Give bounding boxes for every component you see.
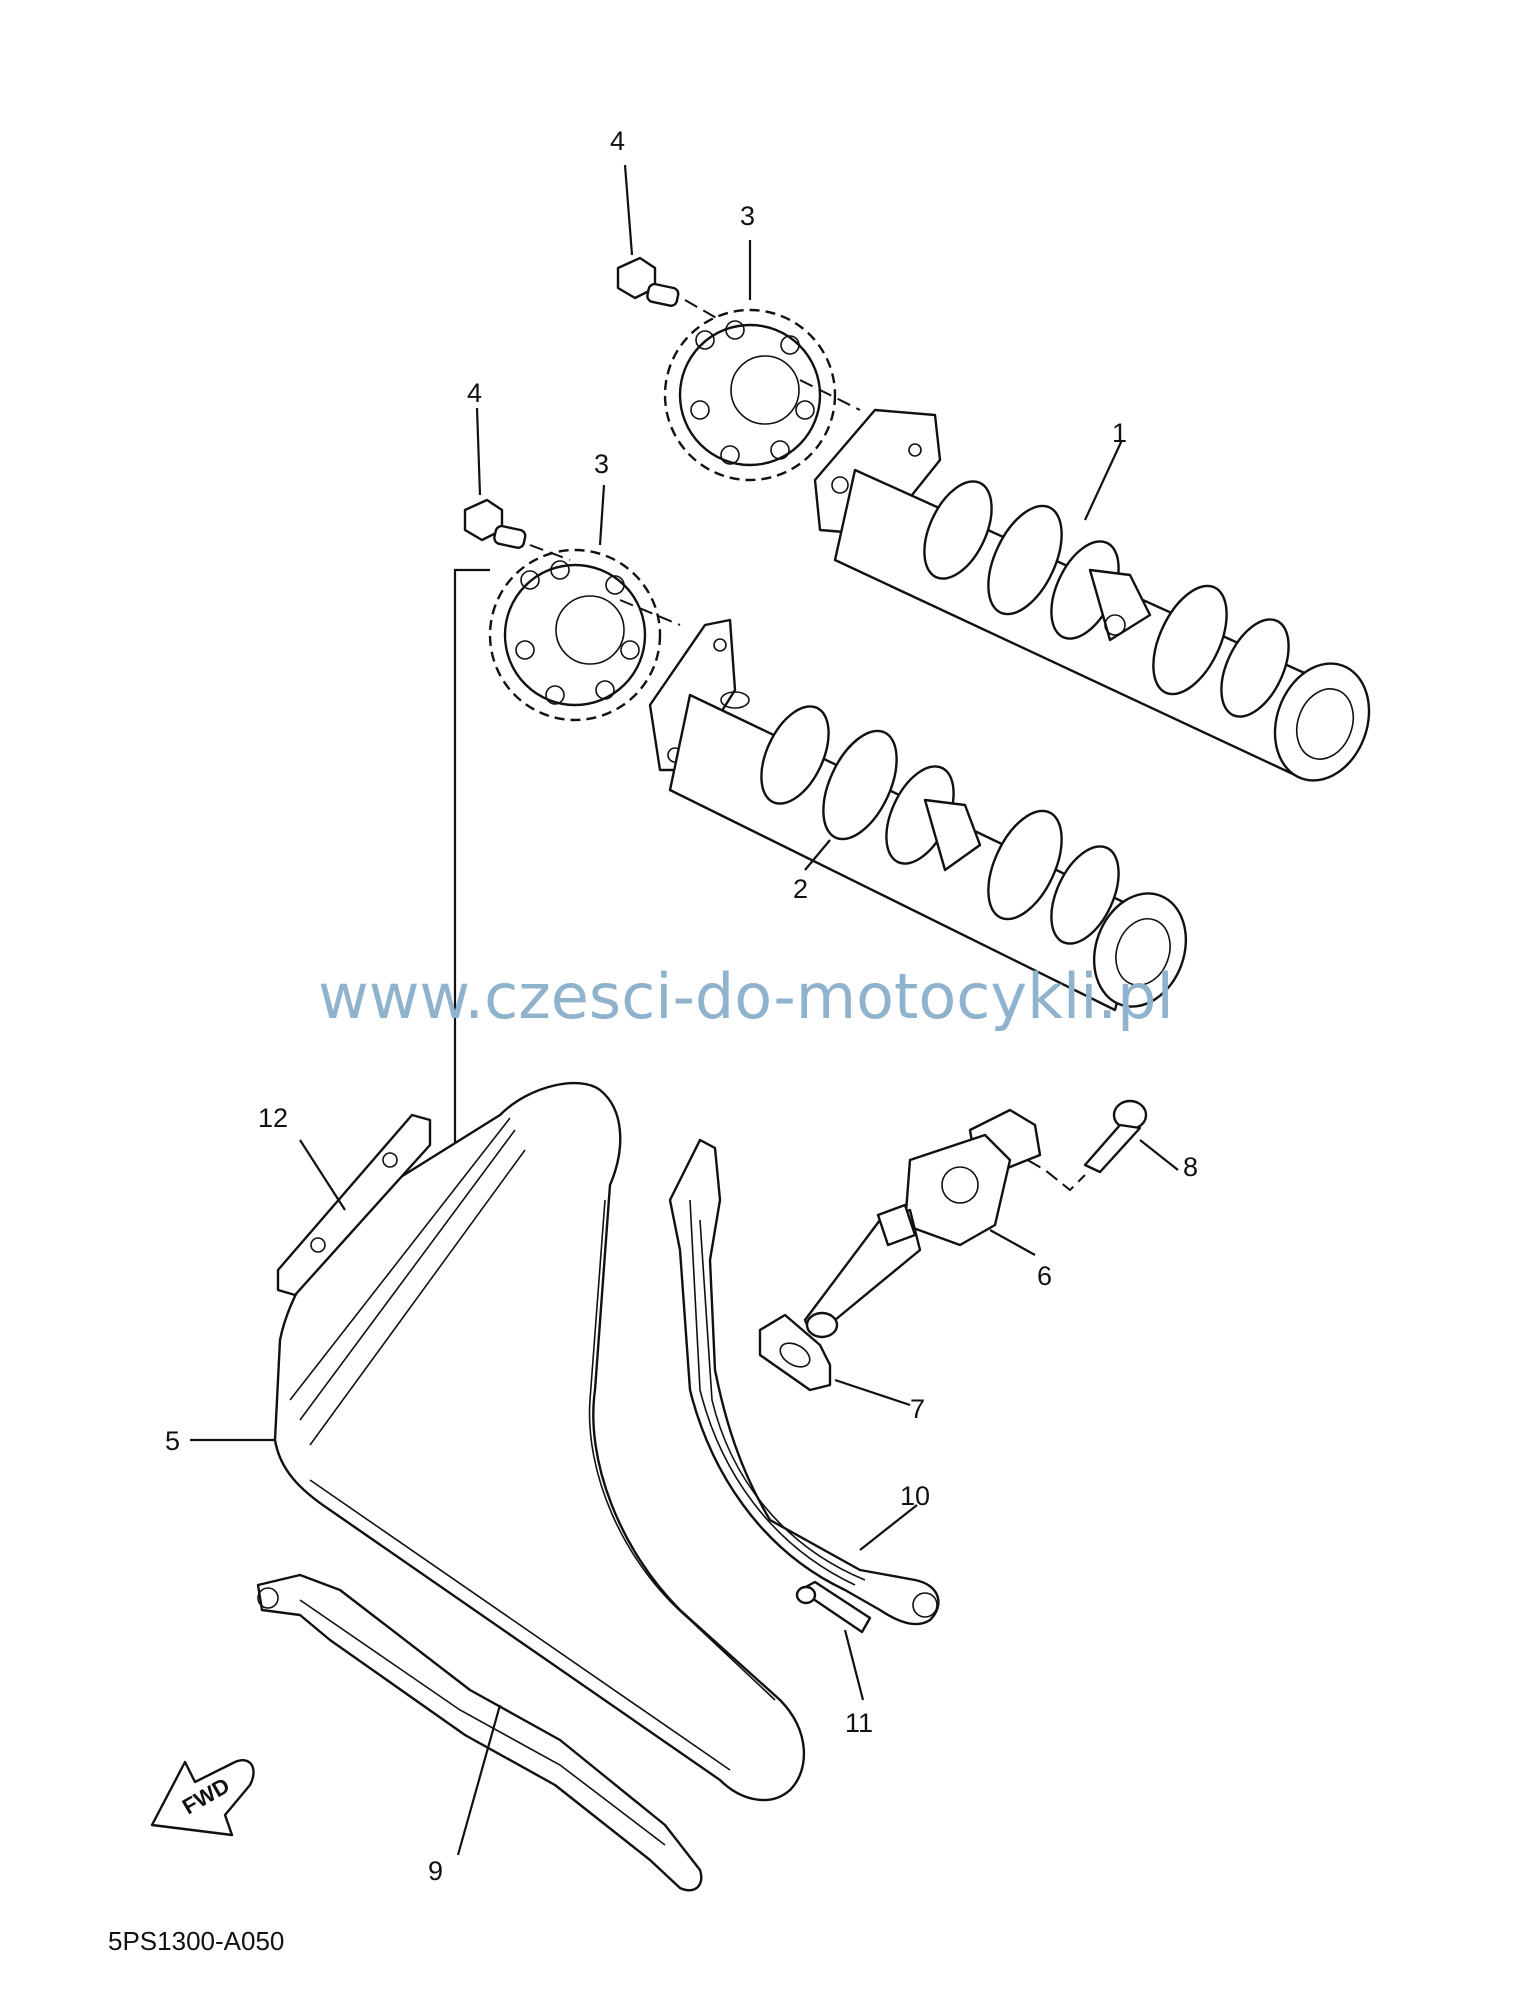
chain-tensioner [803, 1108, 1042, 1339]
cam-sprocket-upper [663, 308, 837, 482]
callout-9: 9 [428, 1856, 443, 1886]
chain-guide-lower [256, 1573, 703, 1892]
guide-pin [795, 1580, 872, 1634]
tensioner-gasket [758, 1313, 832, 1392]
cam-sprocket-lower [488, 548, 662, 722]
camshaft-exhaust [813, 408, 1371, 782]
callout-11: 11 [845, 1708, 873, 1738]
callout-10: 10 [900, 1481, 930, 1511]
leader-lines [190, 164, 1179, 1856]
watermark-url: www.czesci-do-motocykli.pl [318, 960, 1174, 1033]
reference-code: 5PS1300-A050 [108, 1926, 284, 1956]
tensioner-bolt [1083, 1099, 1148, 1174]
chain-guide-top [276, 1113, 432, 1297]
callout-4-lower: 4 [467, 378, 482, 408]
callout-3-upper: 3 [740, 201, 755, 231]
callout-6: 6 [1037, 1261, 1052, 1291]
camshaft-intake [648, 618, 1188, 1012]
callout-2: 2 [793, 874, 808, 904]
bolt-upper [616, 256, 680, 307]
fwd-arrow-icon: FWD [150, 1759, 255, 1837]
timing-chain [273, 1082, 806, 1802]
bolt-lower [463, 498, 527, 549]
callout-3-lower: 3 [594, 449, 609, 479]
callout-12: 12 [258, 1103, 288, 1133]
callout-1: 1 [1112, 418, 1127, 448]
tensioner-guide [668, 1138, 940, 1626]
callout-8: 8 [1183, 1152, 1198, 1182]
callout-4-upper: 4 [610, 126, 625, 156]
callout-5: 5 [165, 1426, 180, 1456]
callout-7: 7 [910, 1394, 925, 1424]
